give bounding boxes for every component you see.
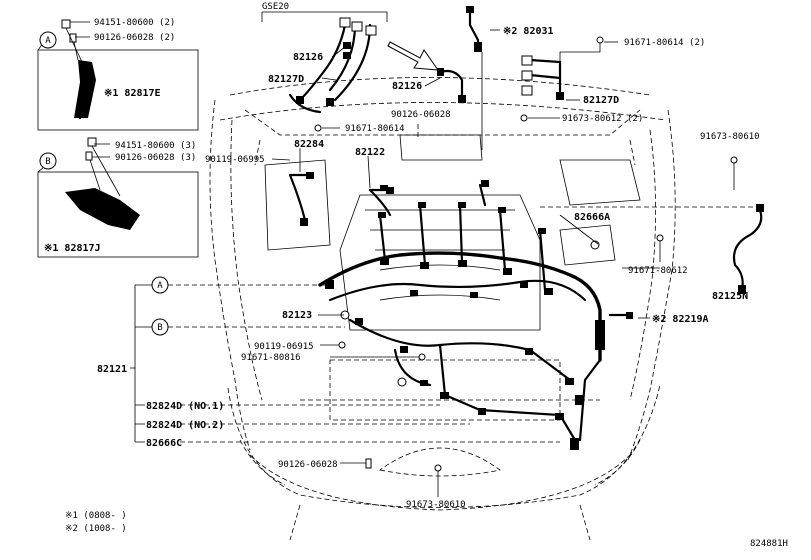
label-82122: 82122 [355,147,385,158]
footnote-1: ※1 (0808- ) [65,511,127,521]
label-91673-80610-b: 91673-80610 [406,500,466,510]
label-91673-80610-r: 91673-80610 [700,132,760,142]
label-90126-06028-b: 90126-06028 [391,110,451,120]
direction-arrow [387,41,440,71]
label-91671-80614-a: 91671-80614 [345,124,405,134]
label-82127d-b: 82127D [583,95,619,106]
part-labels: GSE20 94151-80600 (2) 90126-06028 (2) ※1… [44,2,788,549]
label-91671-80614-2: 91671-80614 (2) [624,38,705,48]
callout-a-left: A [39,31,57,49]
label-90119-06995: 90119-06995 [205,155,265,165]
label-94151-80600-2: 94151-80600 (2) [94,18,175,28]
label-82666a: 82666A [574,212,610,223]
label-94151-80600-3: 94151-80600 (3) [115,141,196,151]
label-82126-b: 82126 [392,81,422,92]
vehicle-outline [209,77,676,541]
label-82824d-no2: 82824D (NO.2) [146,420,224,431]
label-82125n: 82125N [712,291,748,302]
part-82126-small [437,68,466,103]
label-82817e: ※1 82817E [104,88,161,99]
callout-a-main: A [151,276,330,294]
label-91671-80816: 91671-80816 [241,353,301,363]
label-82824d-no1: 82824D (NO.1) [146,401,224,412]
sub-harness-gse20 [261,11,388,132]
label-82127d-a: 82127D [268,74,304,85]
part-82031 [466,6,483,150]
label-90126-06028-c: 90126-06028 [278,460,338,470]
label-82817j: ※1 82817J [44,243,101,254]
label-90126-06028-2: 90126-06028 (2) [94,33,175,43]
label-model-code: GSE20 [262,2,289,12]
label-90119-06915: 90119-06915 [254,342,314,352]
label-82123: 82123 [282,310,312,321]
label-90126-06028-3: 90126-06028 (3) [115,153,196,163]
svg-text:B: B [45,157,50,167]
svg-text:A: A [157,281,163,291]
part-82127d-right [521,36,604,100]
leader-lines [70,21,738,497]
inset-a [37,19,199,131]
figure-id: 824881H [750,539,788,549]
label-82284: 82284 [294,139,324,150]
callout-b-main: B [151,318,345,336]
svg-text:A: A [45,36,51,46]
svg-text:B: B [157,323,162,333]
inset-b [37,137,199,258]
label-82031: ※2 82031 [503,26,554,37]
label-82219a: ※2 82219A [652,314,709,325]
label-82666c: 82666C [146,438,182,449]
label-91673-80612-2: 91673-80612 (2) [562,114,643,124]
part-82125n [540,204,764,294]
label-82126-a: 82126 [293,52,323,63]
label-82121: 82121 [97,364,127,375]
label-91671-80612: 91671-80612 [628,266,688,276]
callout-b-left: B [39,152,57,170]
bracket-82121 [130,284,152,443]
main-harness [288,172,633,450]
footnote-2: ※2 (1008- ) [65,524,127,534]
